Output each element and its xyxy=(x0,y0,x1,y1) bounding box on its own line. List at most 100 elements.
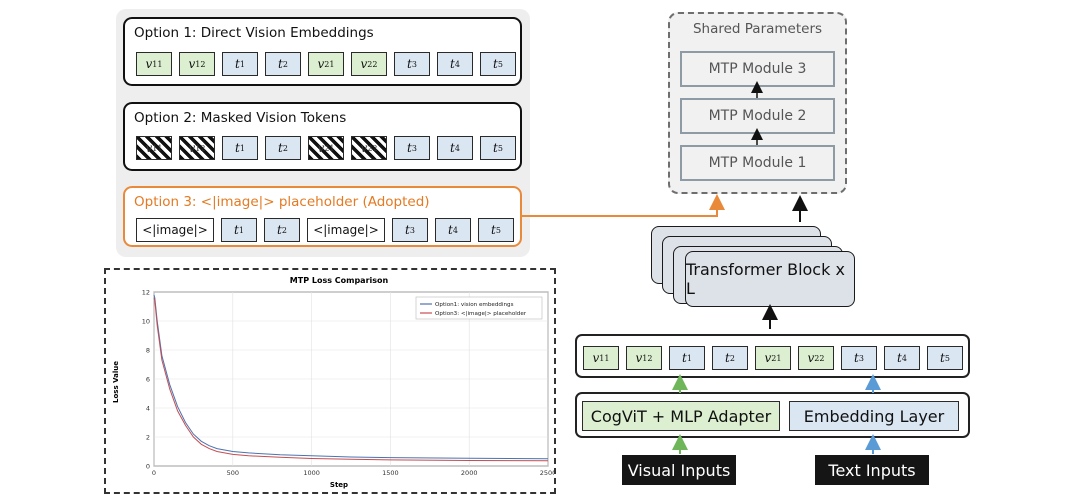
sequence-token-text: v xyxy=(592,351,600,365)
x-tick-label: 500 xyxy=(227,469,239,477)
option-2-token-text: v xyxy=(188,141,196,155)
sequence-token-subscript: 3 xyxy=(858,353,864,363)
sequence-token-subscript: 2 xyxy=(729,353,735,363)
option-3-token: <|image|> xyxy=(307,218,385,242)
y-tick-label: 4 xyxy=(146,405,150,413)
text-inputs-label: Text Inputs xyxy=(828,460,916,480)
option-1-token-subscript: 4 xyxy=(454,59,460,69)
y-tick-label: 0 xyxy=(146,463,150,471)
sequence-token-subscript: 1 xyxy=(686,353,692,363)
option-1-token-subscript: 2 xyxy=(282,59,288,69)
sequence-token-text: t xyxy=(682,351,687,365)
option-1-token-subscript: 3 xyxy=(411,59,417,69)
embedding-layer: Embedding Layer xyxy=(789,401,959,431)
option-3-token-subscript: 5 xyxy=(495,225,501,235)
y-tick-label: 6 xyxy=(146,376,150,384)
option-2-token-subscript: 4 xyxy=(454,143,460,153)
x-tick-label: 1500 xyxy=(382,469,399,477)
embedding-layer-label: Embedding Layer xyxy=(803,406,945,426)
visual-inputs-box: Visual Inputs xyxy=(622,455,736,485)
option-3-token: <|image|> xyxy=(136,218,214,242)
option-3-token-text: t xyxy=(234,223,239,237)
option-1-token-text: v xyxy=(188,57,196,71)
option-3-token-text: t xyxy=(277,223,282,237)
y-tick-label: 10 xyxy=(142,318,150,326)
option-2-token-subscript: 11 xyxy=(152,143,163,153)
sequence-token-subscript: 22 xyxy=(814,353,825,363)
option-3-token-subscript: 4 xyxy=(452,225,458,235)
option-1-token-text: t xyxy=(278,57,283,71)
option-3-token-subscript: 2 xyxy=(281,225,287,235)
encoders-box: CogViT + MLP Adapter Embedding Layer xyxy=(575,392,970,438)
option-1-token-subscript: 11 xyxy=(152,59,163,69)
x-tick-label: 1000 xyxy=(303,469,320,477)
option-1-token-subscript: 21 xyxy=(324,59,335,69)
option-1-token-text: t xyxy=(450,57,455,71)
vision-encoder-label: CogViT + MLP Adapter xyxy=(590,406,772,426)
x-tick-label: 2000 xyxy=(461,469,478,477)
series-line-2 xyxy=(153,297,549,462)
chart-y-axis-label: Loss Value xyxy=(112,361,120,403)
option-1-token-text: t xyxy=(493,57,498,71)
legend-label: Option3: <|image|> placeholder xyxy=(435,311,527,317)
option-2-token-text: v xyxy=(145,141,153,155)
sequence-token-text: t xyxy=(940,351,945,365)
option-3-token-text: <|image|> xyxy=(313,223,379,237)
option-2-token-subscript: 5 xyxy=(497,143,503,153)
option-1-token-text: v xyxy=(145,57,153,71)
x-tick-label: 0 xyxy=(152,469,156,477)
option-2-token-subscript: 22 xyxy=(367,143,378,153)
option-3-token-text: t xyxy=(491,223,496,237)
option-1-token-text: v xyxy=(360,57,368,71)
sequence-token-subscript: 12 xyxy=(642,353,653,363)
transformer-block: Transformer Block x L xyxy=(685,251,855,307)
option-2-token-text: t xyxy=(235,141,240,155)
sequence-token-text: v xyxy=(635,351,643,365)
series-line-1 xyxy=(153,294,549,460)
option-2-token-subscript: 2 xyxy=(282,143,288,153)
option-1-token-text: t xyxy=(235,57,240,71)
option3-to-mtp-arrow xyxy=(522,194,725,217)
sequence-token-text: v xyxy=(807,351,815,365)
option-2-title: Option 2: Masked Vision Tokens xyxy=(134,110,347,126)
sequence-token-subscript: 11 xyxy=(599,353,610,363)
option-3-token-subscript: 3 xyxy=(409,225,415,235)
transformer-block-label: Transformer Block x L xyxy=(686,260,845,298)
option-3-token-text: t xyxy=(448,223,453,237)
option-2-token-text: t xyxy=(493,141,498,155)
sequence-token-text: v xyxy=(764,351,772,365)
sequence-token-subscript: 5 xyxy=(944,353,950,363)
sequence-token-subscript: 4 xyxy=(901,353,907,363)
option-1-token-text: v xyxy=(317,57,325,71)
chart-title: MTP Loss Comparison xyxy=(290,276,389,285)
vision-encoder: CogViT + MLP Adapter xyxy=(582,401,780,431)
option-2-token-text: t xyxy=(450,141,455,155)
option-1-title: Option 1: Direct Vision Embeddings xyxy=(134,25,374,41)
option-2-token-subscript: 21 xyxy=(324,143,335,153)
shared-parameters-title: Shared Parameters xyxy=(692,21,823,37)
y-tick-label: 2 xyxy=(146,434,150,442)
